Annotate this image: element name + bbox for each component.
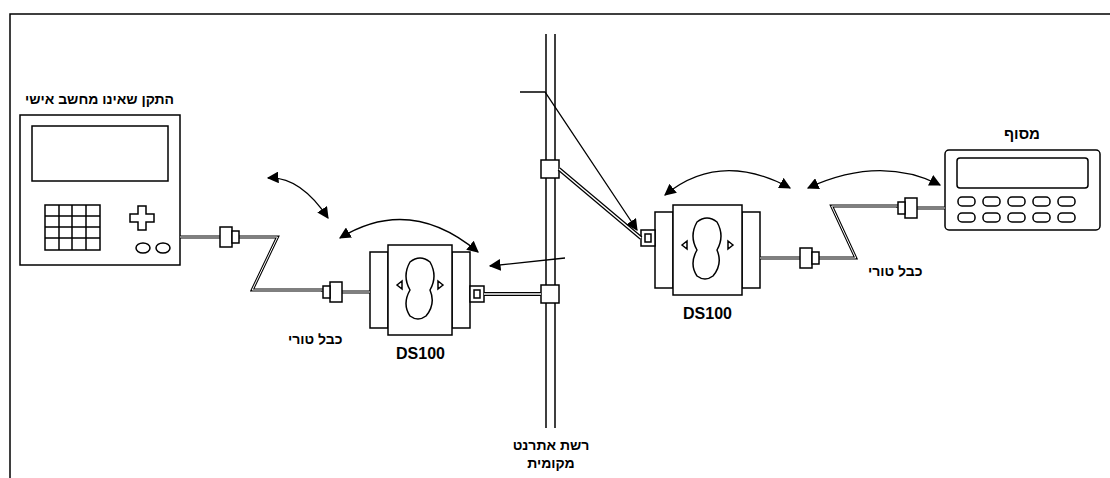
frame <box>10 14 1110 478</box>
serial-plug <box>812 252 819 264</box>
cable-label: כבל טורי <box>288 330 342 348</box>
ds100-drawing <box>370 245 484 335</box>
link-arrow <box>268 92 940 266</box>
device-drawing <box>20 115 180 265</box>
device-label: DS100 <box>396 345 445 363</box>
serial-plug <box>220 227 232 247</box>
device-node: DS100 <box>655 205 760 295</box>
device-node: מסוף <box>945 150 1100 230</box>
serial-plug <box>905 198 917 218</box>
serial-plug <box>330 282 342 302</box>
terminal-drawing <box>945 150 1100 230</box>
network-label: רשת אתרנט מקומית <box>508 436 594 472</box>
device-label: מסוף <box>1004 125 1040 142</box>
device-label: התקן שאינו מחשב אישי <box>25 91 174 107</box>
lan-bus <box>484 34 641 428</box>
device-label: DS100 <box>683 305 732 323</box>
serial-plug <box>323 286 330 298</box>
serial-plug <box>232 231 239 243</box>
device-node: התקן שאינו מחשב אישי <box>20 115 180 265</box>
serial-plug <box>898 202 905 214</box>
device-node: DS100 <box>370 245 470 335</box>
serial-plug <box>800 248 812 268</box>
cable-label: כבל טורי <box>868 262 922 280</box>
serial-cable <box>760 198 945 268</box>
serial-cable <box>180 227 370 302</box>
ds100-drawing <box>641 205 760 295</box>
